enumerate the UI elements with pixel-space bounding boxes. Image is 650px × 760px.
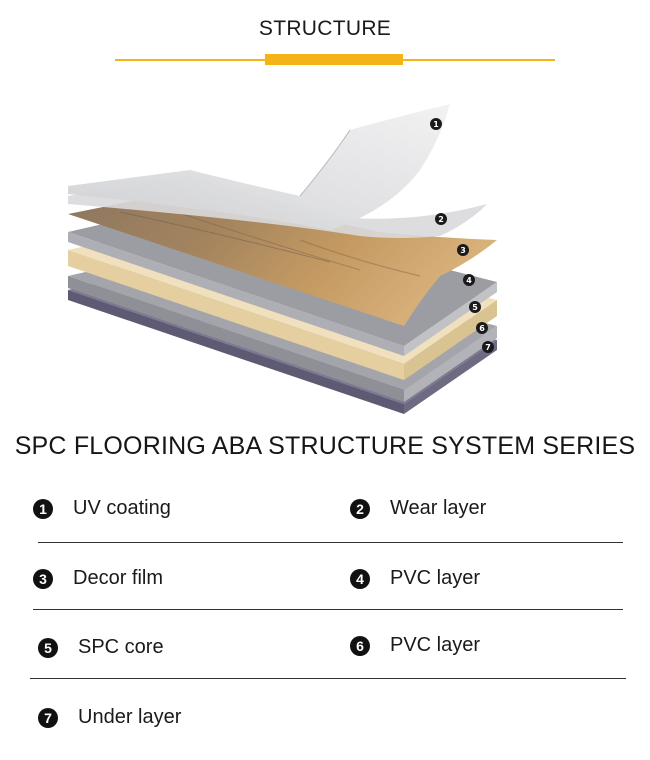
number-4-icon: 4 [350,568,370,589]
marker-6-label: 6 [479,324,485,333]
legend-item-decor-film: 3 Decor film [33,567,163,590]
legend-item-uv-coating: 1 UV coating [33,497,171,520]
legend-label: PVC layer [390,634,481,656]
legend-label: Decor film [73,567,164,589]
layer-structure-diagram: 1 2 3 4 5 6 7 [68,104,497,414]
number-5-icon: 5 [38,637,58,658]
marker-4: 4 [463,274,475,286]
legend-label: Under layer [78,706,182,728]
legend-item-pvc-layer-lower: 6 PVC layer [350,634,480,657]
marker-5-label: 5 [472,303,478,312]
legend-item-under-layer: 7 Under layer [38,706,181,729]
decor-film [68,190,497,326]
legend-label: UV coating [73,497,171,519]
marker-5: 5 [469,301,481,313]
legend-divider [30,678,626,679]
marker-7: 7 [482,341,494,353]
number-1-icon: 1 [33,498,53,519]
number-7-icon: 7 [38,707,58,728]
marker-7-label: 7 [485,343,491,352]
legend-divider [38,542,623,543]
legend-item-wear-layer: 2 Wear layer [350,497,486,520]
legend-label: Wear layer [390,497,487,519]
marker-6: 6 [476,322,488,334]
marker-2: 2 [435,213,447,225]
legend-label: PVC layer [390,567,481,589]
marker-4-label: 4 [466,276,472,285]
number-3-icon: 3 [33,568,53,589]
marker-2-label: 2 [438,215,444,224]
legend-item-spc-core: 5 SPC core [38,636,164,659]
marker-1-label: 1 [433,120,439,129]
number-2-icon: 2 [350,498,370,519]
legend-item-pvc-layer-upper: 4 PVC layer [350,567,480,590]
marker-3: 3 [457,244,469,256]
marker-1: 1 [430,118,442,130]
uv-coating [68,104,450,230]
marker-3-label: 3 [460,246,466,255]
title-accent-bar [265,54,403,65]
legend-label: SPC core [78,636,164,658]
number-6-icon: 6 [350,635,370,656]
section-title: STRUCTURE [258,17,392,40]
legend-divider [33,609,623,610]
diagram-subtitle: SPC FLOORING ABA STRUCTURE SYSTEM SERIES [14,432,636,460]
